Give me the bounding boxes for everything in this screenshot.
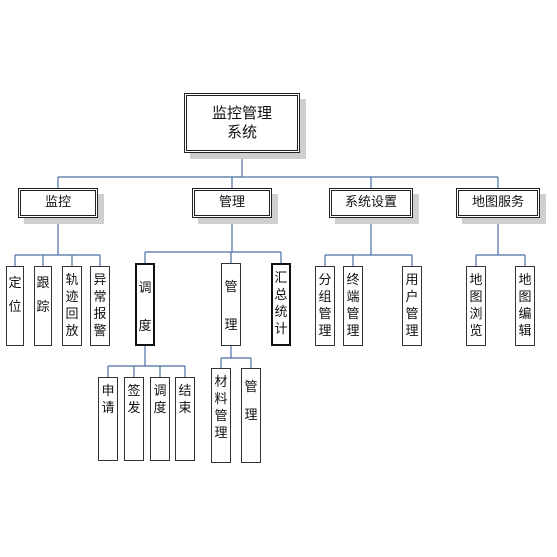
node-label: 管理	[224, 280, 238, 333]
settings-item-groups: 分组管理	[315, 266, 335, 346]
node-label: 汇总统计	[274, 271, 288, 337]
node-label: 轨迹回放	[65, 273, 79, 339]
node-label: 地图编辑	[518, 273, 532, 339]
category-settings: 系统设置	[329, 188, 413, 218]
root-node: 监控管理 系统	[184, 93, 300, 153]
dispatch-item-dispatch: 调度	[150, 377, 170, 461]
node-label: 异常报警	[93, 273, 107, 339]
node-label: 终端管理	[346, 273, 360, 339]
monitor-item-playback: 轨迹回放	[62, 266, 82, 346]
node-label: 调度	[153, 384, 167, 416]
category-label: 监控	[44, 194, 71, 210]
dispatch-item-end: 结束	[175, 377, 195, 461]
category-label: 地图服务	[471, 194, 524, 210]
manage-item-dispatch: 调度	[135, 263, 155, 346]
manage-item-admin: 管理	[221, 263, 241, 346]
node-label: 结束	[178, 384, 192, 416]
monitor-item-locate: 定位	[6, 266, 24, 346]
root-title-line2: 系统	[226, 123, 257, 141]
node-label: 材料管理	[214, 375, 228, 441]
node-label: 跟踪	[36, 276, 50, 315]
dispatch-item-apply: 申请	[98, 377, 118, 461]
monitor-item-alarm: 异常报警	[90, 266, 110, 346]
node-label: 地图浏览	[469, 273, 483, 339]
category-manage: 管理	[192, 188, 272, 218]
settings-item-terminals: 终端管理	[343, 266, 363, 346]
node-label: 申请	[101, 384, 115, 416]
map-item-edit: 地图编辑	[515, 266, 535, 346]
node-label: 签发	[127, 384, 141, 416]
map-item-browse: 地图浏览	[466, 266, 486, 346]
root-title-line1: 监控管理	[211, 104, 272, 123]
settings-item-users: 用户管理	[402, 266, 422, 346]
category-map: 地图服务	[456, 188, 540, 218]
node-label: 用户管理	[405, 273, 419, 339]
category-monitor: 监控	[18, 188, 98, 218]
node-label: 管理	[244, 380, 258, 423]
node-label: 定位	[8, 276, 22, 315]
node-label: 分组管理	[318, 273, 332, 339]
node-label: 调度	[138, 281, 152, 334]
manage-item-summary: 汇总统计	[271, 263, 291, 346]
category-label: 系统设置	[344, 194, 397, 210]
admin-item-manage: 管理	[241, 368, 261, 463]
admin-item-materials: 材料管理	[211, 368, 231, 463]
monitor-item-track: 跟踪	[34, 266, 52, 346]
category-label: 管理	[218, 194, 245, 210]
dispatch-item-issue: 签发	[124, 377, 144, 461]
